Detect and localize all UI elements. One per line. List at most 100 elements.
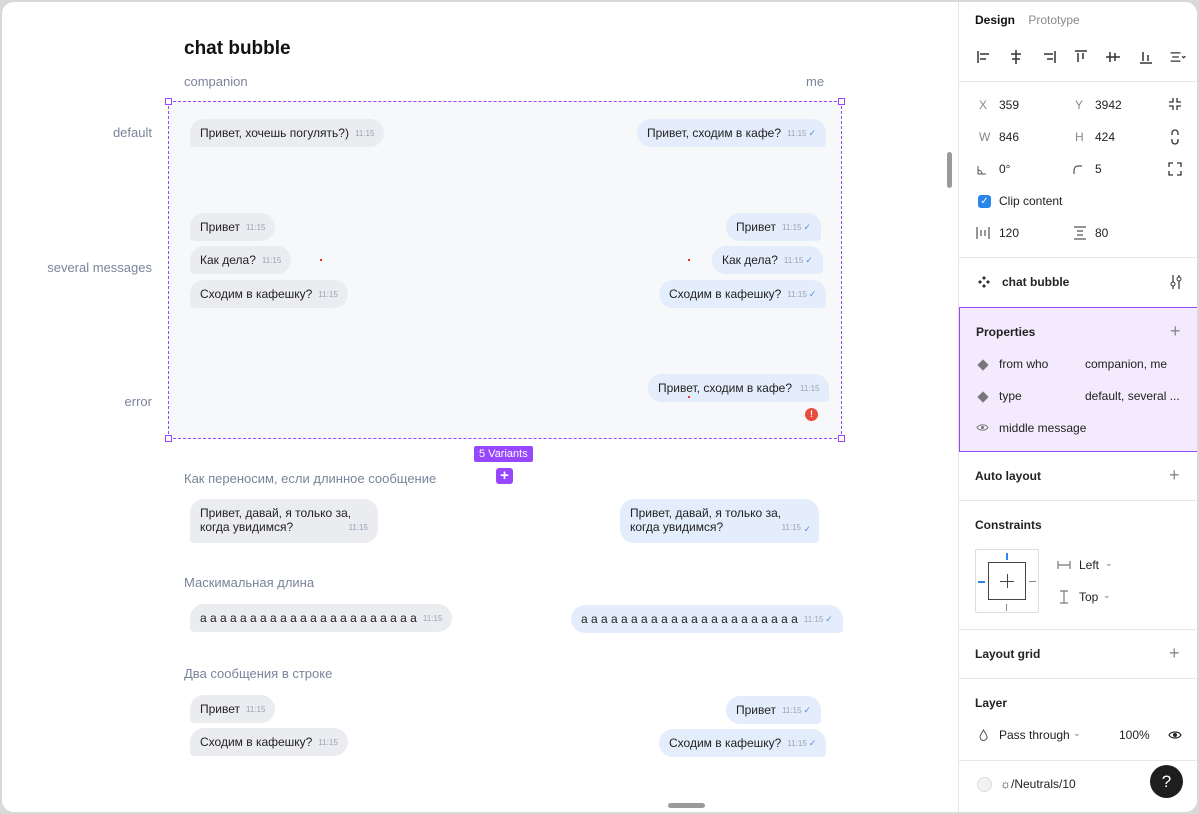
resize-handle-tl[interactable] (165, 98, 172, 105)
bubble-two-companion-2[interactable]: Сходим в кафешку? 11:15 (190, 728, 348, 756)
y-label: Y (1075, 98, 1084, 112)
align-left-icon[interactable] (975, 48, 993, 66)
panel-tabs: Design Prototype (975, 13, 1090, 27)
constraint-center-v[interactable] (1007, 574, 1008, 588)
bubble-time: 11:15 (318, 737, 338, 747)
bubble-wrap-me[interactable]: Привет, давай, я только за,когда увидимс… (620, 499, 819, 543)
bubble-time: 11:15 (782, 705, 802, 715)
property-name-from-who[interactable]: from who (999, 357, 1049, 371)
add-layout-grid-icon[interactable]: + (1169, 643, 1180, 663)
bubble-several-companion-3[interactable]: Сходим в кафешку? 11:15 (190, 280, 348, 308)
constraint-top-indicator[interactable] (1006, 553, 1008, 560)
horizontal-gap-input[interactable]: 120 (999, 226, 1020, 240)
blend-mode-select[interactable]: Pass through (999, 728, 1070, 742)
bubble-text: Сходим в кафешку? (669, 287, 782, 301)
help-button[interactable]: ? (1150, 765, 1183, 798)
eye-icon (976, 424, 989, 431)
variants-badge[interactable]: 5 Variants (474, 446, 533, 462)
tab-design[interactable]: Design (975, 13, 1016, 27)
constraints-widget[interactable] (975, 549, 1039, 613)
bubble-time: 11:15 (348, 523, 368, 532)
bubble-text: Привет (736, 220, 777, 234)
align-horizontal-center-icon[interactable] (1007, 48, 1025, 66)
constraints-frame (988, 562, 1026, 600)
clip-content-checkbox[interactable]: ✓ (978, 195, 991, 208)
bubble-time: 11:15 (318, 289, 338, 299)
bubble-two-me-1[interactable]: Привет 11:15 ✓ (726, 696, 821, 724)
constraint-bottom-indicator[interactable] (1006, 604, 1007, 611)
resize-handle-br[interactable] (838, 435, 845, 442)
bubble-time: 11:15 (803, 614, 824, 624)
resize-handle-tr[interactable] (838, 98, 845, 105)
row-label-several: several messages (47, 260, 152, 275)
bubble-error-me[interactable]: Привет, сходим в кафе? 11:15 (648, 374, 830, 402)
fill-style-name[interactable]: ☼/Neutrals/10 (1000, 777, 1076, 791)
bubble-time: 11:15 (246, 222, 266, 232)
h-input[interactable]: 424 (1095, 130, 1116, 144)
constrain-proportions-icon[interactable] (1170, 129, 1180, 145)
bubble-several-me-1[interactable]: Привет 11:15 ✓ (726, 213, 821, 241)
resize-handle-bl[interactable] (165, 435, 172, 442)
divider (959, 257, 1197, 258)
constraint-left-indicator[interactable] (978, 581, 985, 583)
bubble-two-companion-1[interactable]: Привет 11:15 (190, 695, 276, 723)
property-value-type[interactable]: default, several ... (1085, 389, 1180, 403)
independent-corners-icon[interactable] (1168, 162, 1182, 176)
add-property-icon[interactable]: + (1170, 321, 1181, 341)
read-check-icon: ✓ (803, 524, 811, 534)
bubble-text: Привет, хочешь погулять?) (200, 126, 349, 140)
horizontal-constraint-select[interactable]: Left (1079, 558, 1100, 572)
align-top-icon[interactable] (1072, 48, 1090, 66)
fill-swatch[interactable] (977, 777, 992, 792)
bubble-time: 11:15 (787, 128, 807, 138)
property-name-middle-message[interactable]: middle message (999, 421, 1087, 435)
property-name-type[interactable]: type (999, 389, 1022, 403)
w-input[interactable]: 846 (999, 130, 1020, 144)
row-label-error: error (124, 394, 152, 409)
bubble-several-me-3[interactable]: Сходим в кафешку? 11:15 ✓ (659, 280, 827, 308)
collapse-icon[interactable] (1168, 97, 1182, 111)
align-vertical-center-icon[interactable] (1104, 48, 1122, 66)
bubble-several-companion-1[interactable]: Привет 11:15 (190, 213, 276, 241)
align-bottom-icon[interactable] (1137, 48, 1155, 66)
corner-radius-input[interactable]: 5 (1095, 162, 1102, 176)
visibility-eye-icon[interactable] (1168, 730, 1182, 740)
bubble-several-companion-2[interactable]: Как дела? 11:15 (190, 246, 292, 274)
bubble-time: 11:15 (800, 383, 820, 393)
vertical-gap-icon (1074, 226, 1086, 240)
bubble-time: 11:15 (781, 523, 801, 532)
read-check-icon: ✓ (825, 613, 833, 624)
property-value-from-who[interactable]: companion, me (1085, 357, 1168, 371)
vertical-gap-input[interactable]: 80 (1095, 226, 1109, 240)
clip-content-label: Clip content (999, 194, 1063, 208)
layer-opacity-input[interactable]: 100% (1119, 728, 1150, 742)
vertical-constraint-select[interactable]: Top (1079, 590, 1099, 604)
bubble-max-companion[interactable]: а а а а а а а а а а а а а а а а а а а а … (190, 604, 453, 632)
add-auto-layout-icon[interactable]: + (1169, 465, 1180, 485)
constraint-right-indicator[interactable] (1029, 581, 1036, 582)
bubble-wrap-companion[interactable]: Привет, давай, я только за,когда увидимс… (190, 499, 378, 543)
y-input[interactable]: 3942 (1095, 98, 1122, 112)
adjust-icon[interactable] (1169, 274, 1183, 290)
tab-prototype[interactable]: Prototype (1028, 13, 1080, 27)
component-name: chat bubble (1002, 275, 1070, 289)
distribute-menu-icon[interactable] (1169, 48, 1187, 66)
column-label-me: me (806, 74, 825, 89)
bubble-default-companion[interactable]: Привет, хочешь погулять?) 11:15 (190, 119, 385, 147)
bubble-max-me[interactable]: а а а а а а а а а а а а а а а а а а а а … (571, 605, 843, 633)
bubble-default-me[interactable]: Привет, сходим в кафе? 11:15 ✓ (637, 119, 827, 147)
horizontal-gap-icon (976, 227, 990, 239)
x-input[interactable]: 359 (999, 98, 1020, 112)
add-variant-button[interactable]: + (496, 468, 513, 484)
bubble-time: 11:15 (261, 255, 282, 265)
design-canvas[interactable]: chat bubble companion me default several… (2, 2, 958, 812)
rotation-input[interactable]: 0° (999, 162, 1011, 176)
horizontal-scrollbar[interactable] (668, 803, 705, 808)
bubble-line-2: когда увидимся? (630, 520, 724, 534)
frame-title: chat bubble (184, 38, 291, 59)
bubble-two-me-2[interactable]: Сходим в кафешку? 11:15 ✓ (659, 729, 827, 757)
align-right-icon[interactable] (1040, 48, 1058, 66)
w-label: W (979, 130, 991, 144)
vertical-scrollbar[interactable] (947, 152, 952, 188)
bubble-several-me-2[interactable]: Как дела? 11:15 ✓ (712, 246, 823, 274)
